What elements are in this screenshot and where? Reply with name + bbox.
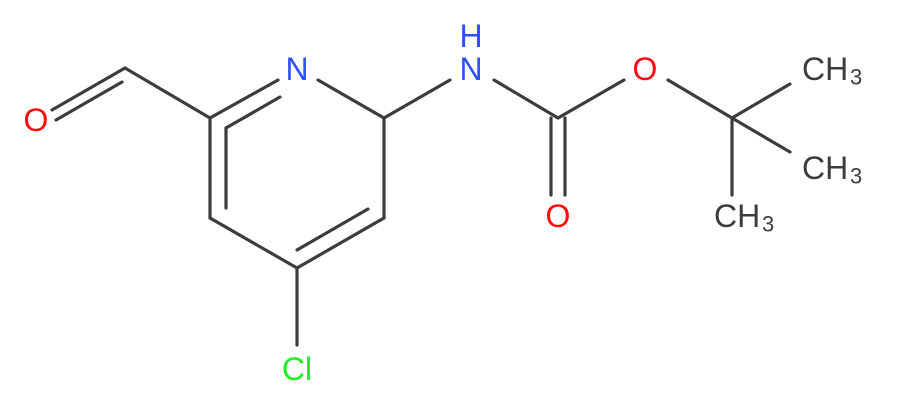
atom-cl: Cl: [282, 351, 312, 387]
bond-c4-c5: [208, 216, 299, 270]
ch3-top-text: CH: [802, 51, 848, 87]
bond-c6-n: [208, 78, 280, 120]
bond-oester-ctbu: [666, 78, 734, 120]
atom-n-amide: N: [459, 51, 482, 87]
bond-n-c2: [316, 78, 386, 120]
bond-cco-oester: [556, 78, 626, 120]
ch3-top-sub: 3: [850, 65, 862, 90]
atom-ch3-mid: CH 3: [802, 150, 862, 189]
bond-ctbu-ch3-mid: [730, 116, 792, 154]
bond-cho-ring: [123, 66, 212, 120]
atom-ch3-bottom: CH 3: [714, 198, 774, 237]
ch3-mid-text: CH: [802, 150, 848, 186]
bond-c3-c4-inner: [295, 207, 370, 252]
atom-o-ester: O: [633, 51, 658, 87]
atom-ch3-top: CH 3: [802, 51, 862, 90]
bond-ctbu-ch3-top: [730, 82, 792, 120]
atom-h-amide: H: [459, 18, 482, 54]
bond-c2-nh: [382, 78, 452, 120]
ch3-bottom-text: CH: [714, 198, 760, 234]
ch3-mid-sub: 3: [850, 164, 862, 189]
bond-nh-cco: [492, 78, 560, 120]
ch3-bottom-sub: 3: [762, 212, 774, 237]
bond-c3-c4: [295, 216, 386, 270]
bond-c6-n-inner: [224, 95, 282, 130]
bonds: [50, 66, 792, 347]
atom-o-carbonyl: O: [546, 198, 571, 234]
bond-aldehyde-co-2: [54, 80, 124, 122]
atom-n-ring: N: [285, 51, 308, 87]
atoms: O N N H O O CH 3 CH 3 CH 3 Cl: [24, 18, 863, 387]
atom-o-aldehyde: O: [24, 102, 49, 138]
bond-aldehyde-co-1: [50, 66, 127, 112]
